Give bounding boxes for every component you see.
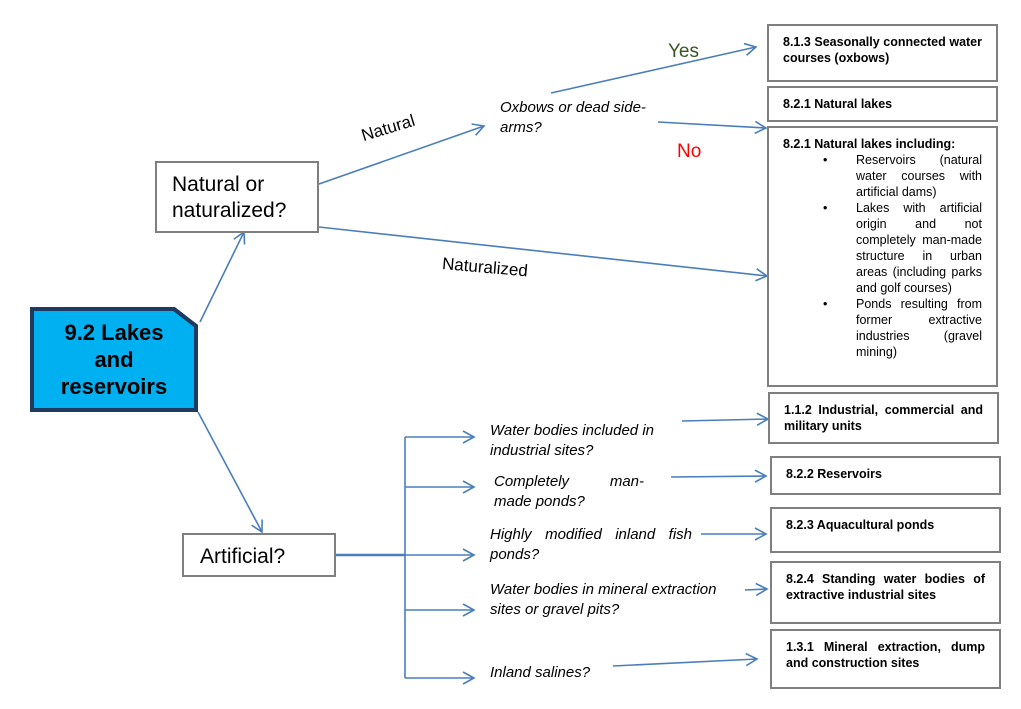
outcome-standing-water-label: 8.2.4 Standing water bodies of extractiv… — [786, 572, 985, 602]
arrow-no — [657, 120, 768, 135]
outcome-mineral-extraction[interactable]: 1.3.1 Mineral extraction, dump and const… — [770, 629, 1001, 689]
bullet-icon: • — [823, 153, 828, 167]
arrow-to-mineral-extraction — [612, 652, 759, 667]
outcome-natural-lakes[interactable]: 8.2.1 Natural lakes — [767, 86, 998, 122]
outcome-natural-lakes-label: 8.2.1 Natural lakes — [783, 97, 893, 111]
bullet-icon: • — [823, 297, 828, 311]
natural-or-naturalized-question[interactable]: Natural or naturalized? — [155, 161, 319, 233]
list-item-text: Reservoirs (natural water courses with a… — [856, 153, 982, 199]
arrow-root-to-natural-question — [199, 230, 246, 323]
list-item: • Lakes with artificial origin and not co… — [783, 200, 982, 296]
artificial-question[interactable]: Artificial? — [182, 533, 336, 577]
outcome-natural-lakes-including-title: 8.2.1 Natural lakes including: — [783, 137, 956, 151]
list-item-text: Ponds resulting from former extractive i… — [856, 297, 982, 359]
natural-question-label: Natural or naturalized? — [172, 173, 287, 222]
artificial-question-industrial: Water bodies included in industrial site… — [490, 422, 654, 459]
artificial-question-mineral-extraction: Water bodies in mineral extraction sites… — [490, 581, 717, 618]
branch-label-yes: Yes — [668, 41, 699, 62]
artificial-question-man-made-ponds: Completely man- made ponds? — [494, 472, 644, 512]
outcome-oxbows-label: 8.1.3 Seasonally connected water courses… — [783, 35, 982, 65]
outcome-industrial-units[interactable]: 1.1.2 Industrial, commercial and militar… — [768, 392, 999, 444]
artificial-question-fish-ponds: Highly modified inland fish ponds? — [490, 526, 692, 563]
outcome-natural-lakes-including[interactable]: 8.2.1 Natural lakes including: • Reservoi… — [767, 126, 998, 387]
outcome-mineral-extraction-label: 1.3.1 Mineral extraction, dump and const… — [786, 640, 985, 670]
root-node-border — [30, 307, 198, 412]
man-made-ponds-line-1: Completely man- — [494, 473, 644, 490]
arrow-yes — [550, 42, 758, 94]
artificial-question-label: Artificial? — [200, 545, 286, 568]
arrow-to-standing-water — [744, 582, 769, 597]
root-node-label: 9.2 Lakes and reservoirs — [60, 320, 168, 399]
outcome-standing-water[interactable]: 8.2.4 Standing water bodies of extractiv… — [770, 561, 1001, 624]
outcome-oxbows[interactable]: 8.1.3 Seasonally connected water courses… — [767, 24, 998, 82]
outcome-reservoirs[interactable]: 8.2.2 Reservoirs — [770, 456, 1001, 495]
bullet-icon: • — [823, 201, 828, 215]
arrow-root-to-artificial-question — [197, 411, 263, 534]
artificial-question-inland-salines: Inland salines? — [490, 664, 591, 681]
arrow-naturalized — [318, 226, 769, 282]
list-item: • Reservoirs (natural water courses with … — [783, 152, 982, 200]
arrow-to-reservoirs — [670, 469, 768, 483]
list-item-text: Lakes with artificial origin and not com… — [856, 201, 982, 295]
list-item: • Ponds resulting from former extractive … — [783, 296, 982, 360]
outcome-aquacultural-ponds[interactable]: 8.2.3 Aquacultural ponds — [770, 507, 1001, 553]
outcome-industrial-units-label: 1.1.2 Industrial, commercial and militar… — [784, 403, 983, 433]
man-made-ponds-line-2: made ponds? — [494, 493, 585, 510]
branch-label-no: No — [677, 141, 702, 162]
natural-lakes-list: • Reservoirs (natural water courses with … — [783, 152, 982, 360]
outcome-reservoirs-label: 8.2.2 Reservoirs — [786, 467, 882, 481]
outcome-aquacultural-ponds-label: 8.2.3 Aquacultural ponds — [786, 518, 935, 532]
arrow-to-industrial — [681, 412, 770, 426]
oxbows-question: Oxbows or dead side-arms? — [500, 99, 646, 136]
arrow-natural — [318, 123, 486, 185]
